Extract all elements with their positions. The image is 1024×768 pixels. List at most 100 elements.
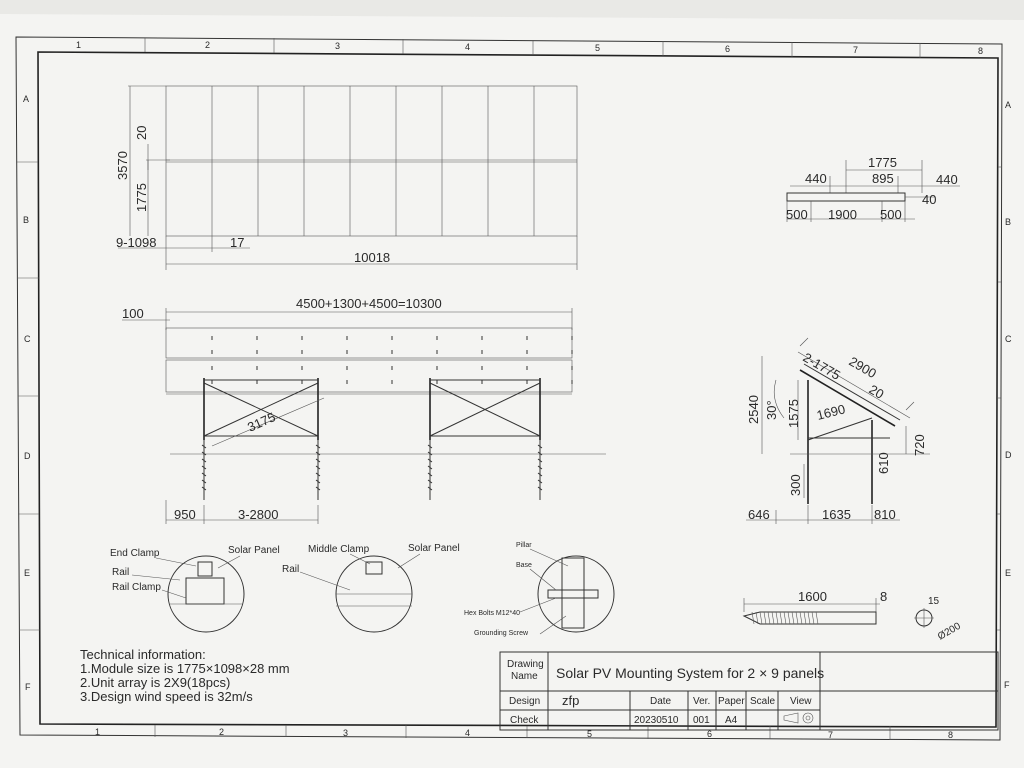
tb-design-value: zfp [562,693,579,708]
front-spacing: 3-2800 [238,507,278,522]
technical-info: Technical information: 1.Module size is … [80,647,290,704]
label-solar-panel-2: Solar Panel [408,543,460,554]
label-rail: Rail [112,567,129,578]
col-bottom-5: 5 [587,729,592,739]
screw-thread-mark [815,611,819,625]
side-base-646: 646 [748,507,770,522]
screw-thread-mark [779,611,783,625]
col-top-6: 6 [725,44,730,54]
tb-drawing-label-2: Name [511,671,538,682]
tech-line-1: 1.Module size is 1775×1098×28 mm [80,661,290,676]
col-bottom-1: 1 [95,727,100,737]
screw-blade-15: 15 [928,596,940,607]
row-left-D: D [24,451,31,461]
tb-date-value: 20230510 [634,715,679,726]
row-right-C: C [1005,334,1012,344]
tr-440-left: 440 [805,171,827,186]
label-middle-clamp: Middle Clamp [308,544,370,555]
inner-frame [37,51,999,728]
screw-thread-mark [803,611,807,625]
screw-thread-mark [775,611,779,625]
screw-thread-mark [807,611,811,625]
tech-line-3: 3.Design wind speed is 32m/s [80,689,253,704]
plan-view: 3570 20 1775 9-1098 17 10018 [115,85,578,270]
col-bottom-4: 4 [465,728,470,738]
detail-pillar-base: Pillar Base Hex Bolts M12*40 Grounding S… [464,542,615,637]
screw-thread-mark [783,611,787,625]
side-base-810: 810 [874,507,896,522]
row-right-D: D [1005,450,1012,460]
col-top-4: 4 [465,42,470,52]
label-solar-panel-1: Solar Panel [228,545,280,556]
screw-thread-mark [811,611,815,625]
screw-thread-mark [751,611,755,625]
label-end-clamp: End Clamp [110,548,160,559]
side-view: 2-1775 2900 20 2540 30° 1575 1690 300 61… [746,337,930,524]
row-right-F: F [1004,680,1010,690]
top-right-view: 1775 440 895 440 40 500 1900 500 [786,155,960,222]
plan-module-length-1775: 1775 [134,183,149,212]
screw-thread-mark [787,611,791,625]
label-rail-2: Rail [282,564,299,575]
col-bottom-6: 6 [707,729,712,739]
label-grounding-screw: Grounding Screw [474,630,529,637]
plan-module-width: 9-1098 [116,235,156,250]
col-top-1: 1 [76,40,81,50]
plan-module-gap-17: 17 [230,235,244,250]
tb-design-label: Design [509,696,540,707]
side-brace-1690: 1690 [815,401,847,423]
side-pile-300: 300 [788,474,803,496]
side-angle-30: 30° [764,400,779,420]
tr-40: 40 [922,192,936,207]
col-bottom-8: 8 [948,730,953,740]
screw-thread-mark [763,611,767,625]
front-total: 4500+1300+4500=10300 [296,296,442,311]
side-base-1635: 1635 [822,507,851,522]
projection-symbol-icon [783,712,814,724]
screw-thread-mark [767,611,771,625]
tr-895: 895 [872,171,894,186]
tb-drawing-name: Solar PV Mounting System for 2 × 9 panel… [556,665,824,681]
side-gap-20: 20 [867,382,887,402]
tr-500-right: 500 [880,207,902,222]
tb-scale-label: Scale [750,696,775,707]
row-left-E: E [24,568,30,578]
title-block: Drawing Name Solar PV Mounting System fo… [499,651,999,731]
detail-end-clamp: End Clamp Rail Rail Clamp Solar Panel [110,545,280,633]
label-base: Base [516,562,532,569]
detail-middle-clamp: Middle Clamp Rail Solar Panel [282,543,460,633]
col-top-7: 7 [853,45,858,55]
screw-thread-mark [759,611,763,625]
label-rail-clamp: Rail Clamp [112,582,161,593]
label-pillar: Pillar [516,542,532,549]
label-hex-bolts: Hex Bolts M12*40 [464,610,520,617]
tr-1775: 1775 [868,155,897,170]
tb-drawing-label-1: Drawing [507,659,544,670]
side-rear-720: 720 [912,434,927,456]
tb-check-label: Check [510,715,539,726]
screw-length-1600: 1600 [798,589,827,604]
front-offset-100: 100 [122,306,144,321]
tr-500-left: 500 [786,207,808,222]
tech-heading: Technical information: [80,647,206,662]
col-bottom-7: 7 [828,730,833,740]
col-top-8: 8 [978,46,983,56]
front-edge-950: 950 [174,507,196,522]
screw-thread-mark [791,611,795,625]
outer-frame [15,36,1003,741]
screw-thread-mark [795,611,799,625]
tb-ver-value: 001 [693,715,710,726]
side-front-post-1575: 1575 [786,399,801,428]
screw-thick-8: 8 [880,589,887,604]
front-view: 4500+1300+4500=10300 100 3175 [122,296,606,524]
side-height-2540: 2540 [746,395,761,424]
col-bottom-3: 3 [343,728,348,738]
tb-paper-label: Paper [718,696,745,707]
plan-height-3570: 3570 [115,151,130,180]
row-right-E: E [1005,568,1011,578]
tr-1900: 1900 [828,207,857,222]
row-left-B: B [23,215,29,225]
screw-thread-mark [799,611,803,625]
